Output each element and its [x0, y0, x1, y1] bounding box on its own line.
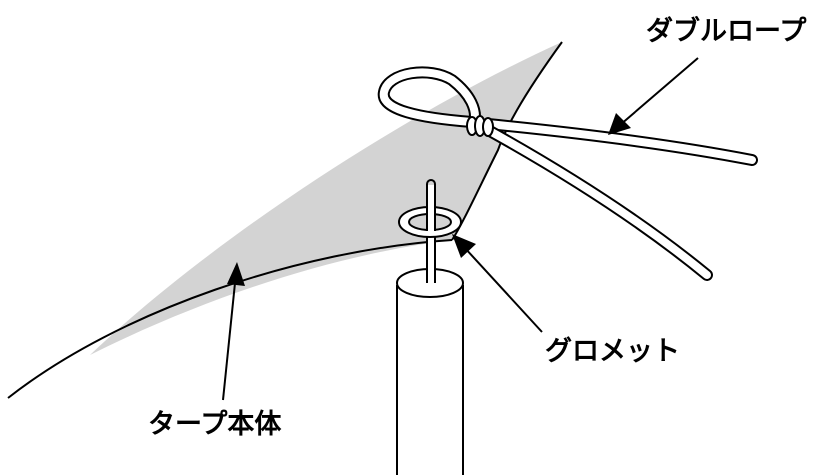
- double-rope-label: ダブルロープ: [646, 15, 807, 47]
- tarp-right-edge: [451, 41, 563, 241]
- arrow-grommet: [452, 234, 543, 333]
- pole: [396, 268, 464, 475]
- double-rope: [482, 118, 758, 281]
- tarp-body-shape: [90, 42, 562, 355]
- tarp-body-label: タープ本体: [148, 409, 282, 440]
- grommet: [398, 205, 462, 238]
- grommet-label: グロメット: [545, 335, 680, 367]
- rope-loop: [377, 66, 481, 130]
- arrow-tarp-body: [222, 262, 245, 401]
- rope-knot: [466, 115, 494, 137]
- arrow-double-rope: [608, 57, 699, 135]
- tarp-bottom-edge: [7, 239, 453, 399]
